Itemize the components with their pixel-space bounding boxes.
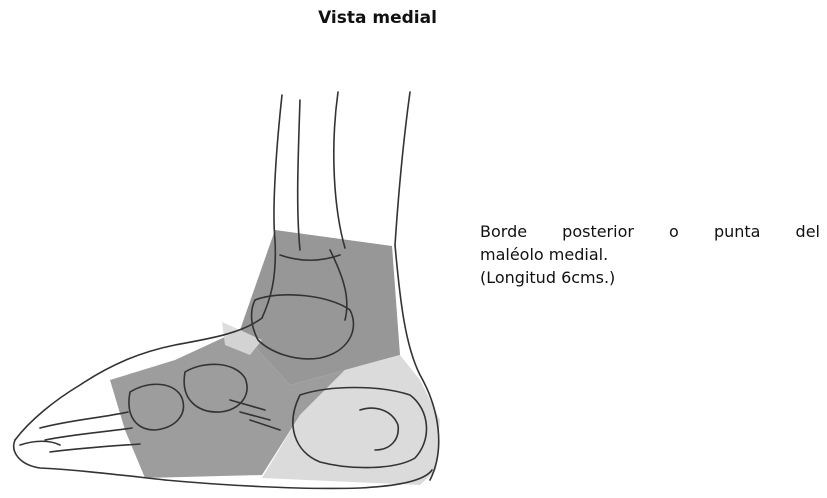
annotation-text: Borde posterior o punta del maléolo medi…: [480, 220, 820, 289]
annotation-word: o: [669, 220, 679, 243]
fibula-line: [334, 92, 345, 248]
metatarsal-2: [45, 428, 132, 440]
annotation-line-1: Borde posterior o punta del: [480, 220, 820, 243]
tibia-inner-line: [298, 100, 300, 250]
foot-medial-view-illustration: [0, 70, 470, 498]
metatarsal-3: [50, 444, 140, 452]
annotation-word: del: [796, 220, 820, 243]
toe-detail: [20, 441, 60, 445]
posterior-leg-line: [395, 92, 410, 245]
diagram-title: Vista medial: [0, 8, 755, 28]
annotation-line-2: maléolo medial.: [480, 243, 820, 266]
annotation-line-3: (Longitud 6cms.): [480, 266, 820, 289]
metatarsal-1: [40, 412, 128, 428]
annotation-word: Borde: [480, 220, 527, 243]
annotation-word: punta: [714, 220, 761, 243]
annotation-word: posterior: [562, 220, 634, 243]
